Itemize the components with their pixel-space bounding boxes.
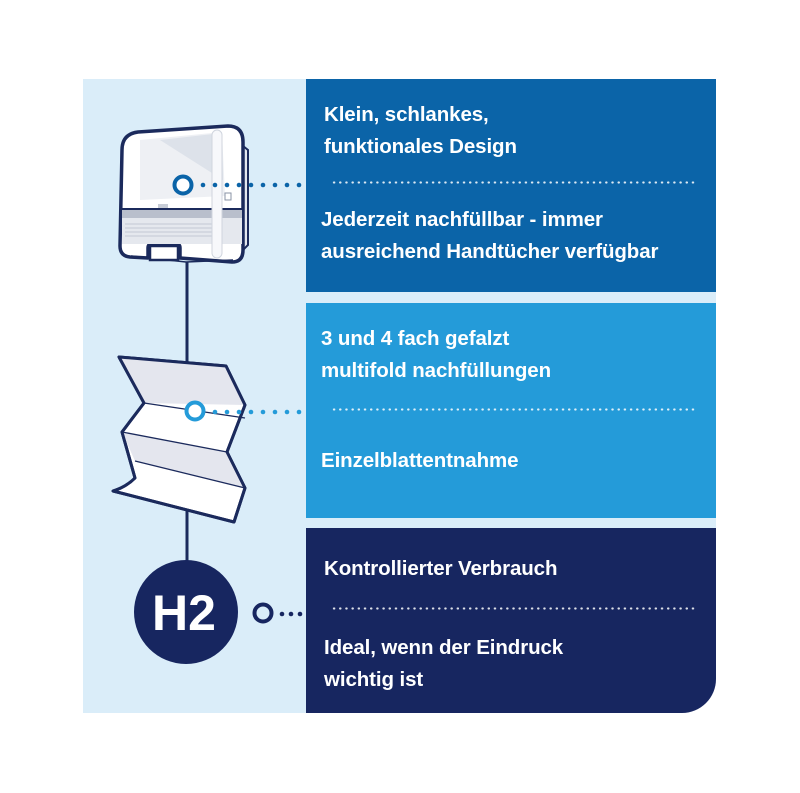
dotted-leader (212, 409, 302, 415)
dotted-separator (331, 181, 697, 184)
text-line: ausreichend Handtücher verfügbar (321, 240, 659, 263)
dotted-leader (200, 182, 302, 188)
feature-panel-design: Klein, schlankes, funktionales Design Je… (306, 79, 716, 292)
panel-gap (306, 292, 716, 303)
text-line: Ideal, wenn der Eindruck (324, 636, 564, 659)
feature-description: Ideal, wenn der Eindruck wichtig ist (324, 632, 563, 696)
text-line: Einzelblattentnahme (321, 449, 519, 472)
panel-gap (306, 518, 716, 528)
dotted-separator (331, 408, 697, 411)
text-line: Klein, schlankes, (324, 103, 489, 126)
multifold-towel-icon (111, 355, 302, 524)
text-line: 3 und 4 fach gefalzt (321, 327, 510, 350)
feature-description: Einzelblattentnahme (321, 445, 519, 477)
paper-towel-dispenser-icon (118, 124, 302, 264)
feature-title: Kontrollierter Verbrauch (324, 553, 558, 585)
dotted-leader (279, 611, 303, 617)
feature-title: Klein, schlankes, funktionales Design (324, 99, 517, 163)
text-line: Kontrollierter Verbrauch (324, 557, 558, 580)
h2-system-badge-icon: H2 (134, 560, 303, 664)
text-line: Jederzeit nachfüllbar - immer (321, 208, 603, 231)
feature-title: 3 und 4 fach gefalzt multifold nachfüllu… (321, 323, 551, 387)
text-line: multifold nachfüllungen (321, 359, 552, 382)
feature-panel-consumption: Kontrollierter Verbrauch Ideal, wenn der… (306, 528, 716, 713)
dotted-separator (331, 607, 697, 610)
badge-label: H2 (152, 585, 216, 641)
text-line: funktionales Design (324, 135, 517, 158)
feature-panel-refill: 3 und 4 fach gefalzt multifold nachfüllu… (306, 303, 716, 518)
text-line: wichtig ist (324, 668, 424, 691)
feature-description: Jederzeit nachfüllbar - immer ausreichen… (321, 204, 659, 268)
